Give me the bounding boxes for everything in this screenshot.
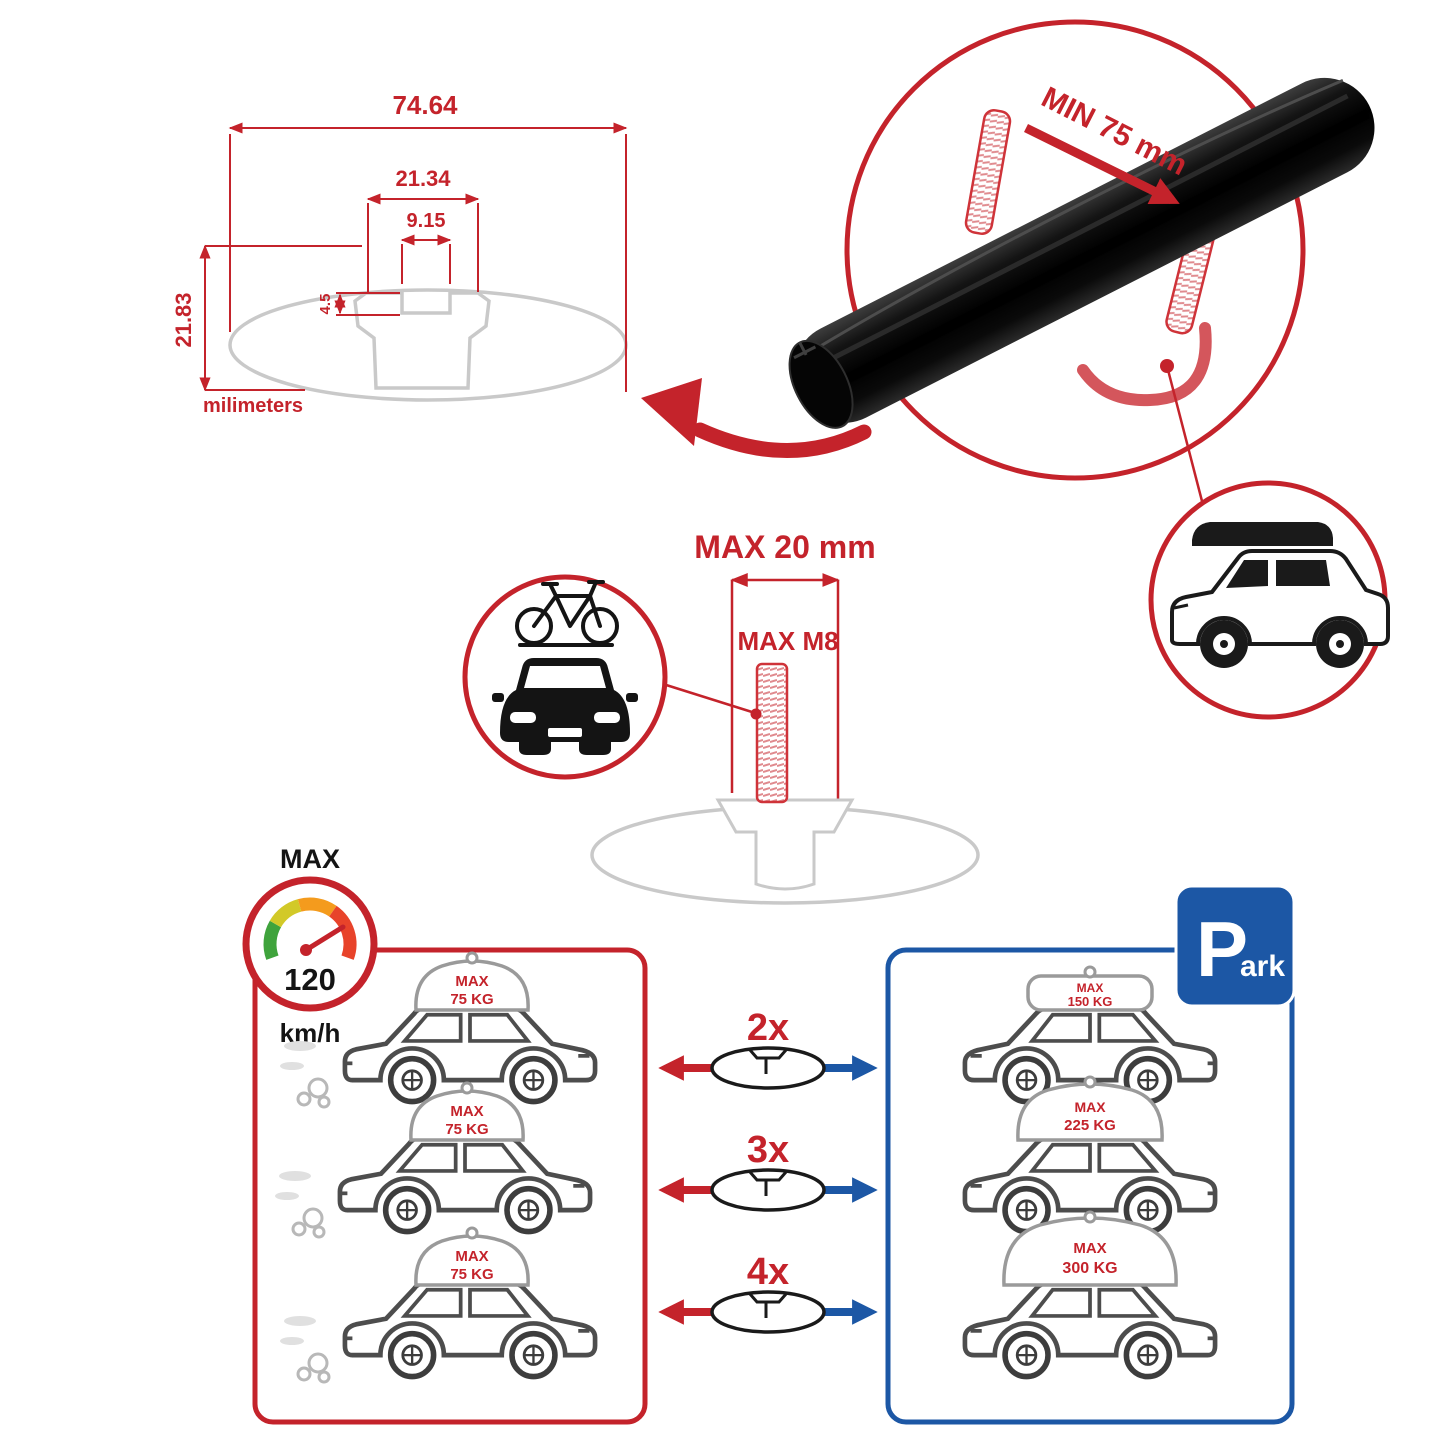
suv-roofbox-detail (1148, 480, 1390, 720)
svg-text:2x: 2x (747, 1007, 789, 1049)
multiplier-row-3x: 3x (658, 1129, 878, 1212)
svg-text:MAX: MAX (450, 1103, 483, 1120)
t-slot-nut (715, 798, 855, 891)
svg-text:75 KG: 75 KG (445, 1121, 488, 1138)
dim-slot-depth-label: 4.5 (317, 294, 334, 315)
dim-total-height-label: 21.83 (171, 292, 196, 347)
dimension-slot-width: 9.15 (400, 210, 452, 284)
gauge-arcs (263, 897, 357, 960)
dimension-channel-width: 21.34 (366, 166, 480, 292)
crossbar-3d-detail: MIN 75 mm (788, 19, 1375, 506)
svg-text:MAX: MAX (455, 973, 488, 990)
svg-text:MAX: MAX (1073, 1240, 1106, 1257)
speed-limit-gauge: MAX 120 km/h (242, 844, 378, 1048)
svg-text:MAX: MAX (1074, 1099, 1106, 1115)
bolt-pointer-dot (750, 708, 762, 720)
speed-value: 120 (284, 962, 336, 997)
cargo-bag-75-1: MAX 75 KG (414, 951, 530, 1012)
technical-drawing: 74.64 21.34 9.15 4.5 21.83 (171, 90, 628, 417)
svg-text:225 KG: 225 KG (1064, 1117, 1116, 1134)
driving-cars: MAX 75 KG MAX 75 KG MAX 75 KG (275, 951, 595, 1384)
dim-channel-width-label: 21.34 (395, 166, 451, 191)
dimension-total-width: 74.64 (228, 90, 628, 392)
parking-cars: MAX 150 KG MAX 225 KG MAX 300 KG (965, 965, 1215, 1377)
suv-window-rear (1276, 560, 1330, 586)
svg-text:3x: 3x (747, 1129, 789, 1171)
unit-label: milimeters (203, 395, 303, 417)
suv-body (1170, 549, 1390, 646)
multiplier-row-2x: 2x (658, 1007, 878, 1090)
svg-text:MAX: MAX (1077, 981, 1104, 995)
gauge-needle (303, 924, 346, 953)
multiplier-rows: 2x 3x 4x (658, 1007, 878, 1334)
dim-slot-width-label: 9.15 (407, 210, 446, 232)
dimension-total-height: 21.83 (171, 244, 362, 392)
svg-text:75 KG: 75 KG (450, 1266, 493, 1283)
motion-streaks (275, 1041, 316, 1345)
clamp-to-suv-line (1165, 365, 1205, 506)
circle-to-bolt-line (662, 682, 753, 714)
cargo-bag-75-2: MAX 75 KG (409, 1081, 525, 1142)
svg-text:300 KG: 300 KG (1062, 1260, 1117, 1277)
max-thread-label: MAX M8 (737, 626, 838, 656)
crossbar-bar (788, 77, 1375, 429)
bolt-detail: MAX 20 mm MAX M8 (462, 529, 980, 905)
multiplier-row-4x: 4x (658, 1251, 878, 1334)
profile-channel (353, 291, 491, 390)
car-windshield (524, 666, 606, 688)
dimension-slot-depth: 4.5 (317, 292, 400, 316)
roof-box (1192, 522, 1333, 546)
cargo-bag-75-3: MAX 75 KG (414, 1226, 530, 1287)
cargo-bag-300: MAX 300 KG (1002, 1210, 1178, 1287)
car-headlight-right (594, 712, 620, 723)
zoom-circle (844, 19, 1306, 481)
bar-profile-icon (710, 1168, 826, 1212)
svg-text:MAX: MAX (455, 1248, 488, 1265)
park-sign: P ark (1174, 884, 1296, 1008)
car-bike-detail (462, 574, 668, 780)
car-headlight-left (510, 712, 536, 723)
suv-window-front (1226, 560, 1268, 588)
bar-profile-icon (710, 1046, 826, 1090)
bike-icon (515, 580, 619, 647)
dim-total-width-label: 74.64 (392, 90, 458, 120)
exhaust-puffs (291, 1077, 331, 1384)
park-sign-ark: ark (1240, 950, 1285, 983)
svg-text:75 KG: 75 KG (450, 991, 493, 1008)
bar-profile-icon (710, 1290, 826, 1334)
svg-text:4x: 4x (747, 1251, 789, 1293)
park-sign-p: P (1196, 905, 1248, 993)
max-length-label: MAX 20 mm (694, 529, 875, 565)
bolt-rod (755, 662, 789, 804)
cargo-bag-225: MAX 225 KG (1016, 1075, 1164, 1142)
cargo-box-150: MAX 150 KG (1026, 965, 1154, 1012)
detail-arrow (641, 378, 872, 458)
speed-max-label: MAX (280, 844, 340, 874)
svg-text:150 KG: 150 KG (1068, 994, 1113, 1009)
